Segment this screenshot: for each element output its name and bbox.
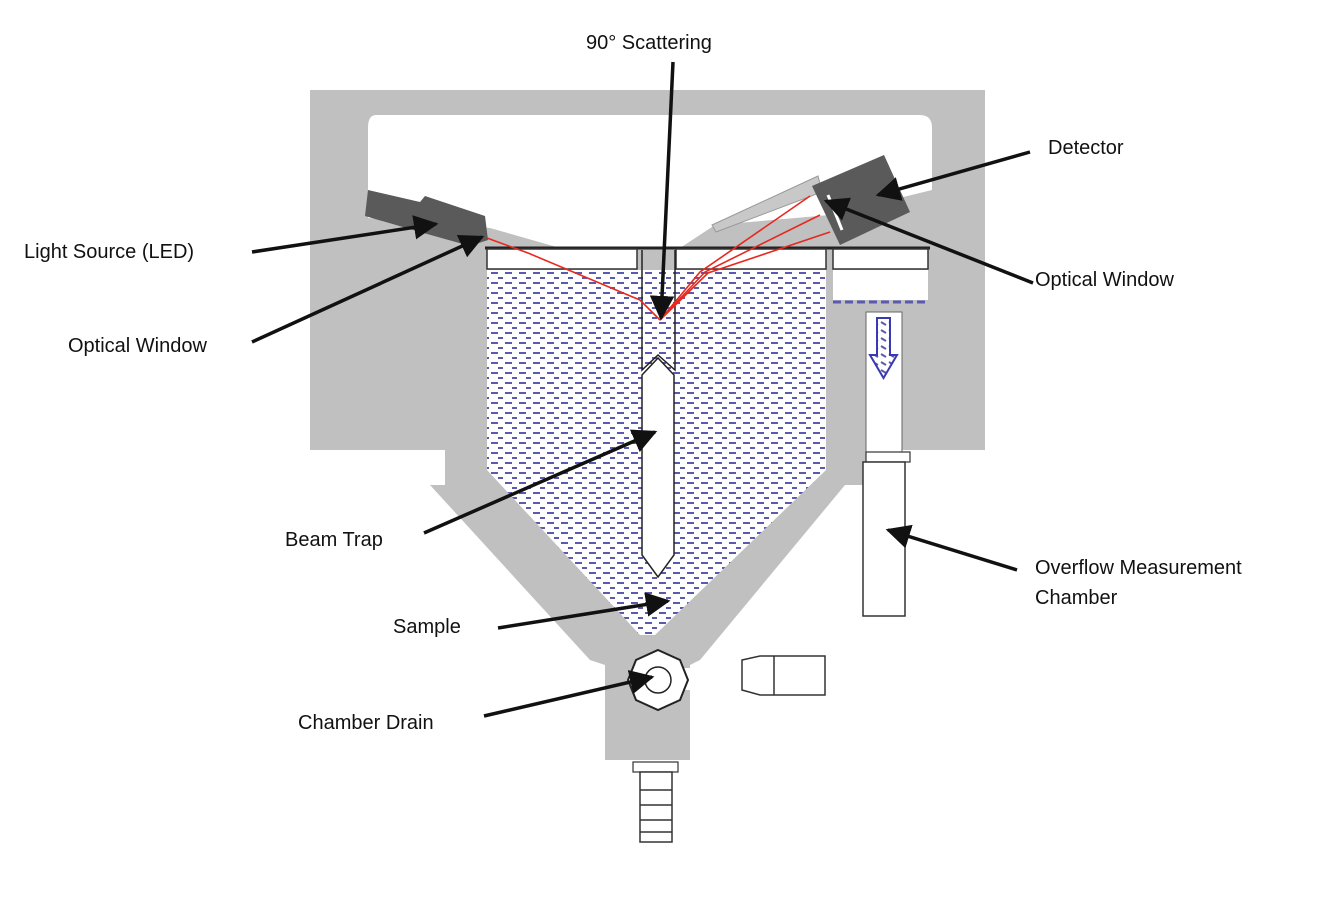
beam-trap	[641, 250, 676, 372]
overflow-chamber	[833, 270, 928, 617]
overflow-down-arrow-icon	[868, 317, 899, 380]
label-optical-window-right: Optical Window	[1035, 269, 1174, 291]
label-sample: Sample	[393, 616, 461, 638]
label-detector: Detector	[1048, 137, 1124, 159]
label-overflow-line2: Chamber	[1035, 587, 1118, 609]
arrow-detector	[875, 150, 1031, 201]
arrow-optical-window-right	[823, 197, 1034, 285]
arrow-overflow	[885, 524, 1018, 572]
arrow-optical-window-left	[251, 235, 485, 344]
arrow-beam-trap	[423, 429, 658, 535]
upper-cavity	[368, 115, 932, 248]
arrow-scattering	[649, 61, 675, 321]
label-90-scattering: 90° Scattering	[586, 32, 712, 54]
label-beam-trap: Beam Trap	[285, 529, 383, 551]
overflow-window-glass	[832, 248, 929, 270]
arrow-light-source	[251, 215, 439, 254]
arrow-chamber-drain	[483, 670, 655, 718]
label-chamber-drain: Chamber Drain	[298, 712, 434, 734]
optical-window-left-glass	[486, 248, 638, 270]
beam-trap-body	[641, 356, 675, 579]
label-overflow-line1: Overflow Measurement	[1035, 557, 1242, 579]
arrow-sample	[497, 592, 671, 630]
label-light-source: Light Source (LED)	[24, 241, 195, 263]
chamber-drain	[626, 648, 826, 843]
label-optical-window-left: Optical Window	[68, 335, 207, 357]
leader-arrows	[251, 61, 1034, 718]
